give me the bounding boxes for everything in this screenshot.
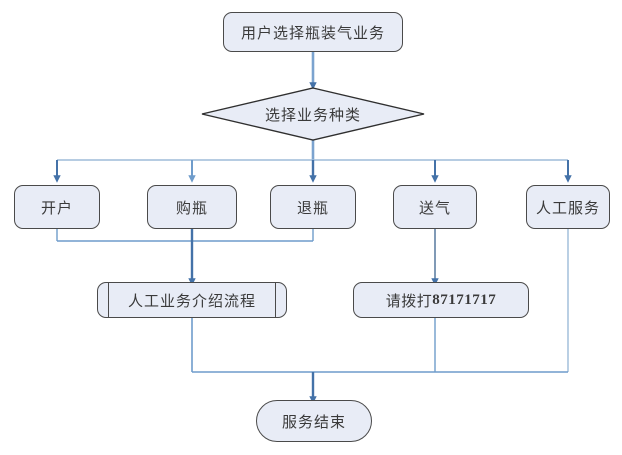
node-option-manual-service[interactable]: 人工服务 bbox=[526, 185, 610, 229]
node-option-deliver-gas[interactable]: 送气 bbox=[393, 185, 477, 229]
node-end-label: 服务结束 bbox=[281, 414, 346, 431]
node-phone-number: 87171717 bbox=[432, 291, 497, 308]
node-option-buy-bottle-label: 购瓶 bbox=[175, 200, 208, 217]
node-option-return-bottle[interactable]: 退瓶 bbox=[270, 185, 356, 229]
predefined-process-left-bar bbox=[108, 283, 109, 317]
node-option-manual-service-label: 人工服务 bbox=[535, 200, 600, 217]
node-phone-prefix: 请拨打 bbox=[385, 293, 433, 310]
node-process-manual-intro[interactable]: 人工业务介绍流程 bbox=[97, 282, 287, 318]
node-start-label: 用户选择瓶装气业务 bbox=[240, 25, 385, 42]
node-decision[interactable]: 选择业务种类 bbox=[202, 88, 424, 140]
predefined-process-right-bar bbox=[275, 283, 276, 317]
node-decision-label: 选择业务种类 bbox=[264, 107, 361, 124]
node-end[interactable]: 服务结束 bbox=[256, 400, 372, 442]
node-option-open-account[interactable]: 开户 bbox=[14, 185, 100, 229]
node-option-deliver-gas-label: 送气 bbox=[418, 200, 451, 217]
node-start[interactable]: 用户选择瓶装气业务 bbox=[223, 12, 403, 52]
decision-diamond-shape bbox=[201, 87, 425, 141]
node-option-open-account-label: 开户 bbox=[40, 200, 73, 217]
node-option-return-bottle-label: 退瓶 bbox=[296, 200, 329, 217]
node-option-buy-bottle[interactable]: 购瓶 bbox=[147, 185, 237, 229]
node-process-manual-intro-label: 人工业务介绍流程 bbox=[127, 293, 256, 310]
